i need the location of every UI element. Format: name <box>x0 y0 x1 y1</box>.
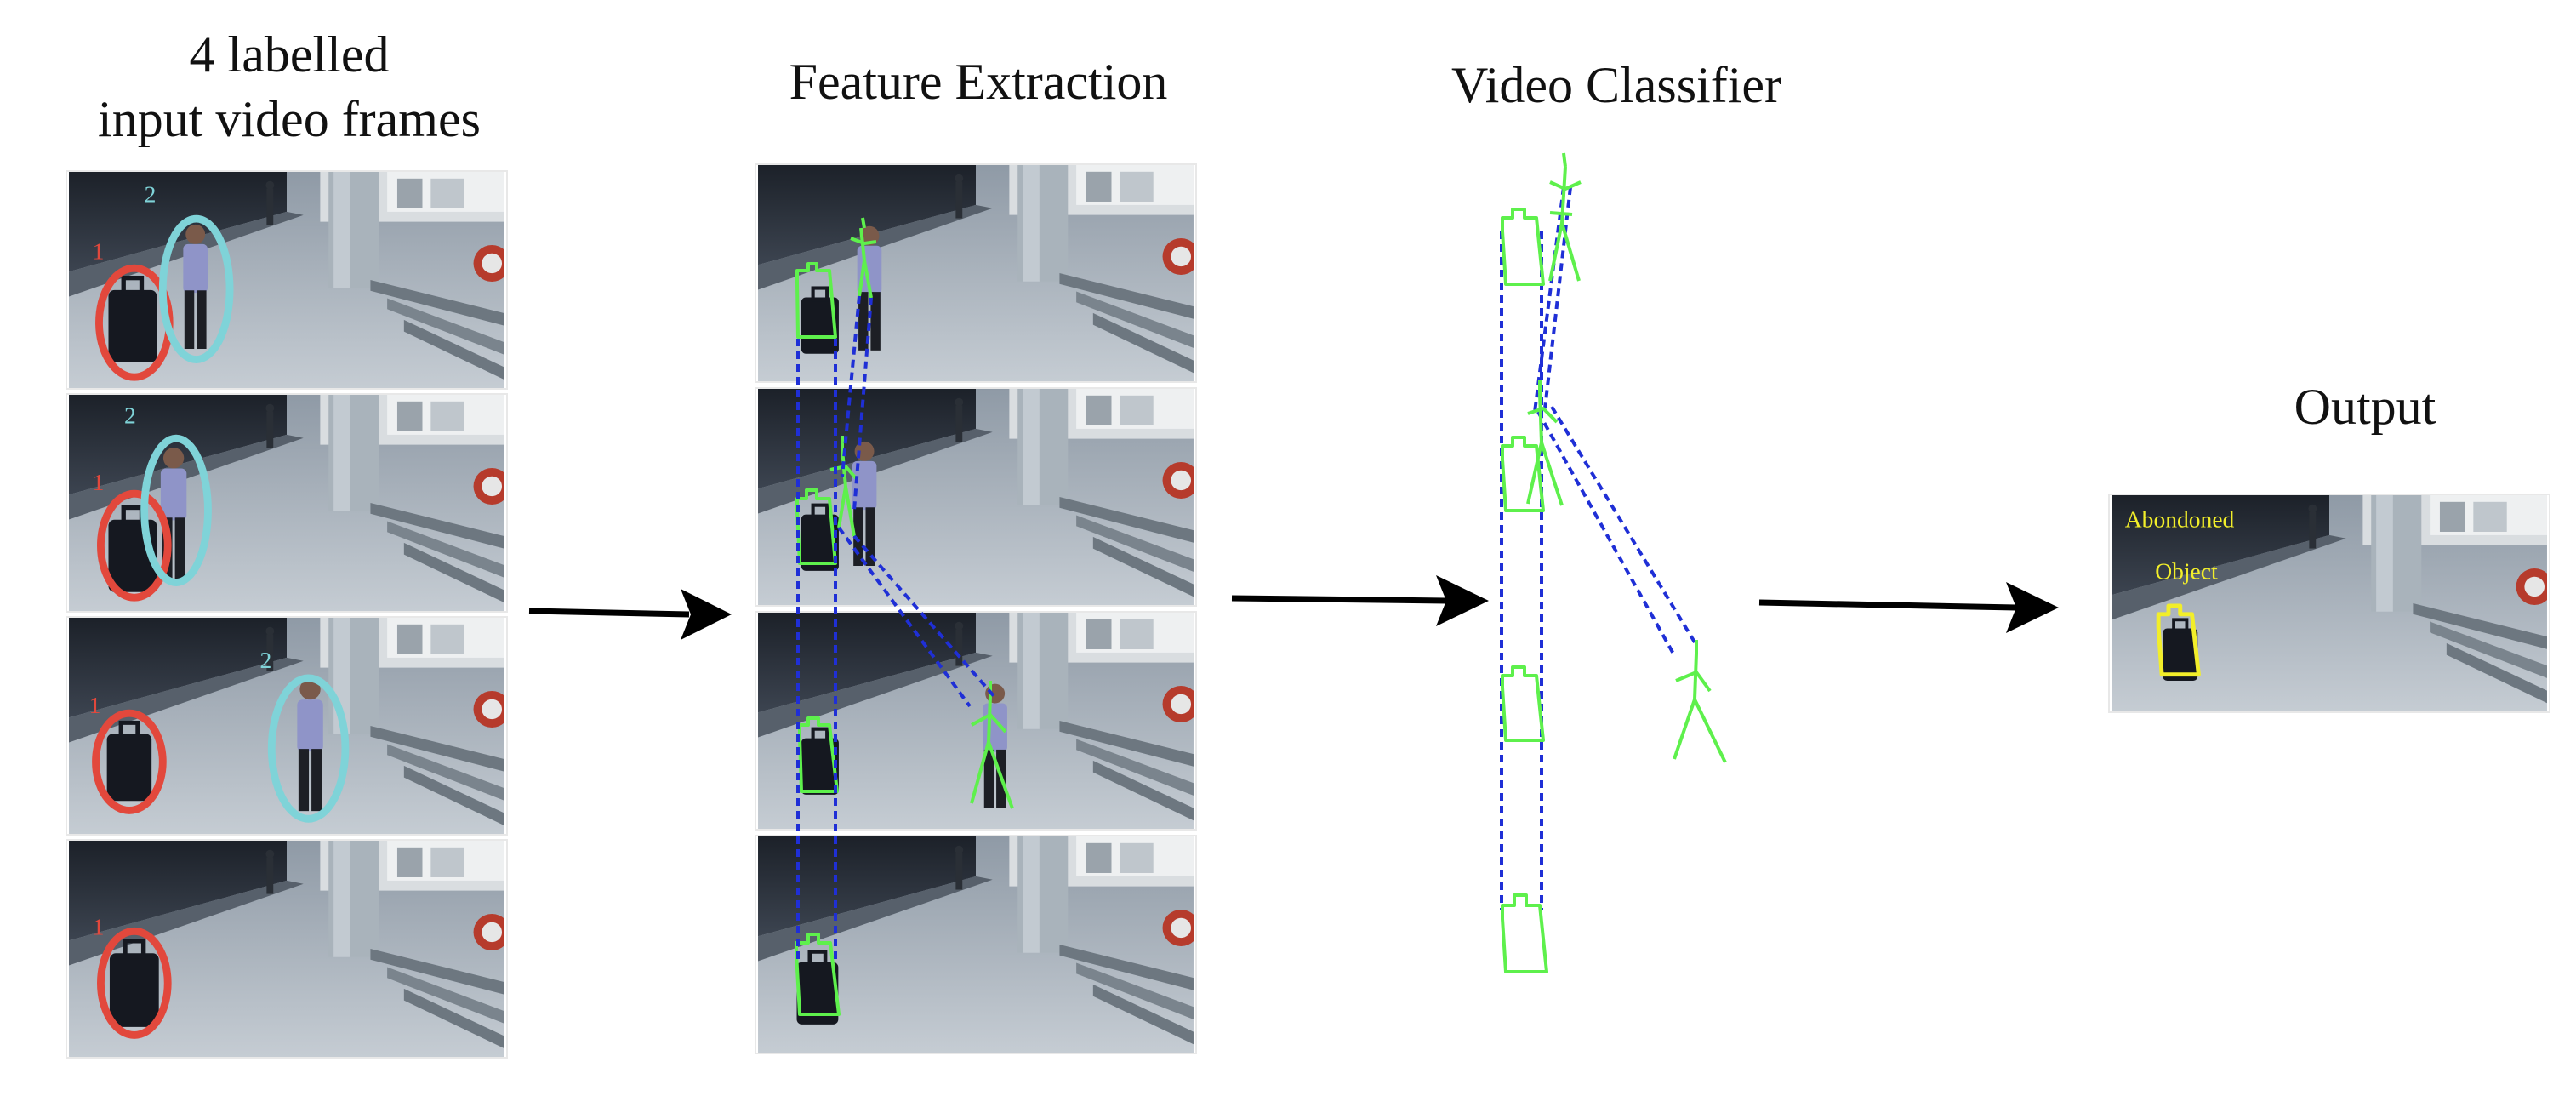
classifier-object-node <box>1501 893 1548 973</box>
person-id-label: 2 <box>145 180 157 207</box>
classifier-link <box>1533 186 1565 413</box>
person-ring <box>158 214 234 363</box>
luggage-icon <box>107 722 152 801</box>
output-label-line2: Object <box>2155 557 2218 584</box>
person-id-label: 2 <box>259 647 271 673</box>
input-frames-title: 4 labelled input video frames <box>34 22 544 151</box>
video-classifier-title: Video Classifier <box>1451 57 1781 113</box>
object-id-label: 1 <box>89 692 101 718</box>
feature-frame-3 <box>755 611 1197 831</box>
input-frame-2: 1 2 <box>66 393 508 613</box>
classifier-person-node <box>1548 152 1582 282</box>
arrow-feature-to-classifier <box>1231 575 1489 626</box>
output-label-line1: Abondoned <box>2125 505 2235 532</box>
classifier-person-node <box>1526 380 1564 506</box>
feature-frame-1 <box>755 163 1197 383</box>
input-title-line1: 4 labelled <box>189 26 390 83</box>
abandoned-object-box <box>2156 603 2201 677</box>
classifier-object-node <box>1501 665 1545 742</box>
luggage-icon <box>801 288 839 354</box>
luggage-icon <box>108 278 157 362</box>
arrow-classifier-to-output <box>1758 582 2059 633</box>
object-id-label: 1 <box>93 913 105 939</box>
classifier-object-node <box>1501 436 1545 512</box>
object-id-label: 1 <box>93 469 105 495</box>
object-id-label: 1 <box>93 237 105 264</box>
classifier-link <box>1543 186 1572 409</box>
person-ring <box>140 434 212 586</box>
arrow-input-to-feature <box>528 589 732 640</box>
object-ring <box>97 927 172 1039</box>
input-frame-4: 1 <box>66 839 508 1059</box>
classifier-object-node <box>1501 208 1545 286</box>
feature-frame-4 <box>755 835 1197 1054</box>
input-title-line2: input video frames <box>98 91 481 147</box>
luggage-icon <box>110 941 159 1027</box>
feature-extraction-title: Feature Extraction <box>789 54 1168 110</box>
input-frame-3: 1 2 <box>66 616 508 836</box>
object-ring <box>97 489 172 602</box>
output-title: Output <box>2294 379 2436 435</box>
object-ring <box>92 709 167 814</box>
output-frame: Abondoned Object <box>2108 494 2550 713</box>
classifier-link <box>1536 411 1676 656</box>
luggage-icon <box>801 505 839 571</box>
person-ring <box>267 674 350 823</box>
luggage-icon <box>797 951 839 1024</box>
input-frame-1: 1 2 <box>66 170 508 390</box>
feature-frame-2 <box>755 387 1197 607</box>
luggage-icon <box>801 729 839 795</box>
classifier-link <box>1550 405 1698 647</box>
classifier-person-node <box>1673 640 1727 763</box>
person-id-label: 2 <box>124 402 136 428</box>
